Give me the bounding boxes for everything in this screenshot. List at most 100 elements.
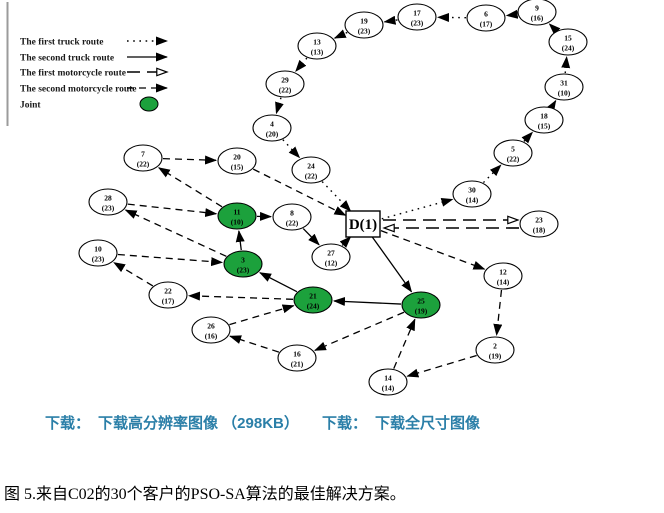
legend-label: The first motorcycle route: [20, 69, 126, 79]
legend-joint-ellipse: [139, 96, 159, 112]
node-demand: (23): [237, 266, 250, 275]
customer-node-16: 16(21): [277, 344, 317, 372]
customer-ellipse: [483, 262, 523, 290]
customer-node-18: 18(15): [524, 106, 564, 134]
second-motorcycle-route-segment: [117, 253, 224, 267]
node-demand: (16): [205, 332, 218, 341]
node-id: 24: [307, 162, 315, 171]
customer-ellipse: [524, 106, 564, 134]
node-id: 2: [493, 342, 497, 351]
second-truck-route-segment: [332, 296, 402, 306]
customer-node-17: 17(23): [397, 3, 437, 31]
first-truck-route-segment: [333, 29, 348, 39]
node-id: 31: [560, 79, 568, 88]
first-truck-route-segment: [505, 9, 519, 19]
customer-node-15: 15(24): [548, 28, 588, 56]
node-id: 30: [468, 186, 476, 195]
node-demand: (18): [533, 226, 546, 235]
second-truck-route-segment: [339, 236, 352, 248]
first-truck-route-segment: [521, 131, 534, 144]
node-demand: (14): [466, 196, 479, 205]
customer-ellipse: [265, 70, 305, 98]
second-motorcycle-route-segment: [393, 318, 416, 369]
customer-node-22: 22(17): [148, 281, 188, 309]
legend-label: The second truck route: [20, 54, 114, 64]
customer-ellipse: [297, 32, 337, 60]
customer-node-4: 4(20): [252, 114, 292, 142]
customer-node-9: 9(16): [517, 0, 557, 26]
download-highres-link[interactable]: 下载高分辨率图像 （298KB）: [98, 415, 299, 432]
node-id: 27: [327, 249, 335, 258]
node-demand: (17): [162, 297, 175, 306]
legend-label: The second motorcycle route: [20, 85, 137, 95]
node-demand: (17): [480, 20, 493, 29]
node-id: 11: [233, 208, 240, 217]
node-demand: (22): [137, 160, 150, 169]
customer-ellipse: [217, 147, 257, 175]
customer-node-24: 24(22): [291, 156, 331, 184]
node-demand: (19): [489, 352, 502, 361]
node-demand: (14): [382, 384, 395, 393]
first-truck-route-segment: [482, 164, 502, 184]
customer-node-13: 13(13): [297, 32, 337, 60]
second-motorcycle-route-segment: [314, 311, 405, 351]
customer-ellipse: [148, 281, 188, 309]
node-demand: (15): [231, 163, 244, 172]
second-truck-route-segment: [302, 228, 320, 246]
customer-ellipse: [277, 344, 317, 372]
customer-ellipse: [272, 203, 312, 231]
node-demand: (23): [102, 204, 115, 213]
customer-node-8: 8(22): [272, 203, 312, 231]
customer-ellipse: [344, 11, 384, 39]
node-demand: (22): [279, 86, 292, 95]
customer-node-31: 31(10): [544, 73, 584, 101]
customer-ellipse: [191, 316, 231, 344]
second-motorcycle-route-segment: [187, 291, 294, 301]
node-id: 5: [511, 145, 515, 154]
second-motorcycle-route-segment: [157, 167, 223, 208]
customer-node-23: 23(18): [519, 210, 559, 238]
customer-node-10: 10(23): [78, 239, 118, 267]
customer-node-6: 6(17): [466, 4, 506, 32]
customer-ellipse: [368, 368, 408, 396]
node-demand: (24): [307, 302, 320, 311]
second-motorcycle-route-segment: [162, 155, 218, 165]
depot-box: [345, 210, 381, 238]
customer-node-29: 29(22): [265, 70, 305, 98]
nodes-layer: 19(23)17(23)6(17)9(16)13(13)15(24)29(22)…: [78, 0, 588, 396]
node-id: 26: [207, 322, 215, 331]
joint-ellipse: [293, 286, 333, 314]
figure-caption: 图 5.来自C02的30个客户的PSO-SA算法的最佳解决方案。: [4, 486, 406, 503]
legend-label: The first truck route: [20, 38, 103, 48]
customer-ellipse: [519, 210, 559, 238]
node-id: 15: [564, 34, 572, 43]
node-id: 28: [104, 194, 112, 203]
joint-node-3: 3(23): [223, 250, 263, 278]
download-links-row: 下载：下载高分辨率图像 （298KB） 下载：下载全尺寸图像: [0, 412, 664, 438]
node-demand: (12): [325, 259, 338, 268]
customer-ellipse: [452, 180, 492, 208]
customer-ellipse: [544, 73, 584, 101]
customer-node-20: 20(15): [217, 147, 257, 175]
second-truck-route-segment: [371, 236, 413, 293]
node-id: 10: [94, 245, 102, 254]
node-id: 6: [484, 10, 488, 19]
node-demand: (23): [411, 19, 424, 28]
node-id: 9: [535, 4, 539, 13]
download-fullsize-link[interactable]: 下载全尺寸图像: [375, 415, 481, 432]
first-truck-route-segment: [275, 97, 284, 115]
joint-node-25: 25(19): [401, 291, 441, 319]
legend-label: Joint: [20, 101, 41, 111]
second-motorcycle-route-segment: [229, 335, 280, 353]
customer-ellipse: [548, 28, 588, 56]
node-id: 14: [384, 374, 392, 383]
node-id: 23: [535, 216, 543, 225]
second-motorcycle-route-segment: [229, 304, 295, 326]
customer-node-14: 14(14): [368, 368, 408, 396]
customer-ellipse: [466, 4, 506, 32]
joint-ellipse: [217, 202, 257, 230]
download-group-highres: 下载：下载高分辨率图像 （298KB）: [45, 412, 299, 433]
node-demand: (23): [92, 255, 105, 264]
node-demand: (20): [266, 130, 279, 139]
